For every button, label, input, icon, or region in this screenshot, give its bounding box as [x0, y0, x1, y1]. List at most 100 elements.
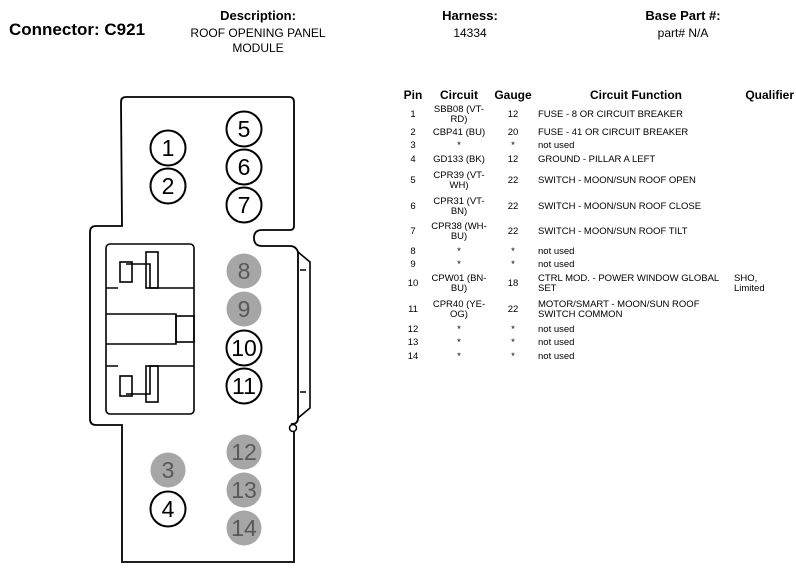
connector-pin-5: 5 — [225, 110, 263, 148]
cell-pin-text: 9 — [410, 259, 416, 270]
cell-qualifier — [734, 244, 794, 259]
cell-pin: 14 — [398, 349, 428, 364]
cell-pin-text: 6 — [410, 200, 416, 212]
cell-circuit: * — [428, 140, 490, 152]
cell-gauge: 12 — [490, 152, 536, 167]
cell-circuit: * — [428, 244, 490, 259]
cell-gauge-text: 18 — [507, 278, 519, 289]
pinout-row: 13**not used — [398, 337, 794, 349]
col-header-circuit: Circuit — [439, 88, 478, 102]
cell-pin-text: 1 — [410, 108, 416, 120]
cell-circuit-text: GD133 (BK) — [433, 153, 485, 165]
harness-value: 14334 — [453, 26, 487, 40]
connector-pin-12: 12 — [226, 434, 262, 470]
cell-pin: 2 — [398, 125, 428, 140]
col-header-pin: Pin — [403, 88, 423, 102]
pin-number: 4 — [162, 496, 175, 522]
cell-circuit-function-text: not used — [538, 350, 575, 362]
cell-circuit-text: BN) — [450, 205, 468, 217]
side-slot-right-inner — [300, 269, 306, 393]
pinout-row: 3**not used — [398, 140, 794, 152]
cell-gauge-text: * — [511, 323, 515, 335]
cell-circuit-text: CPR40 (YE- — [432, 298, 486, 310]
latch-button — [175, 315, 195, 343]
connector-pin-11: 11 — [225, 367, 263, 405]
cell-circuit: CPR40 (YE-OG) — [428, 297, 490, 322]
cell-circuit-text: OG) — [450, 308, 468, 320]
cell-qualifier — [734, 194, 794, 219]
cell-pin-text: 7 — [410, 225, 416, 237]
base-part-label: Base Part #: — [645, 8, 721, 23]
cell-pin: 8 — [398, 244, 428, 259]
cell-gauge-text: 12 — [507, 153, 519, 165]
cell-qualifier — [734, 152, 794, 167]
cell-circuit-function-text: not used — [538, 140, 575, 151]
latch-tab-left-top — [119, 261, 133, 283]
pin-circle — [225, 110, 263, 148]
cell-gauge: 22 — [490, 297, 536, 322]
cell-circuit-text: CBP41 (BU) — [432, 126, 486, 138]
cell-circuit: * — [428, 337, 490, 349]
cell-circuit-text: * — [457, 337, 461, 348]
cell-circuit-function-text: not used — [538, 323, 575, 335]
cell-qualifier — [734, 125, 794, 140]
cell-circuit-function: not used — [536, 349, 734, 364]
harness-block: Harness: 14334 — [420, 8, 520, 41]
pinout-row: 8**not used — [398, 244, 794, 259]
cell-gauge: * — [490, 349, 536, 364]
pin-circle — [226, 510, 262, 546]
pin-number: 12 — [231, 439, 257, 465]
pin-circle — [225, 367, 263, 405]
pin-circle — [226, 291, 262, 327]
cell-gauge: 22 — [490, 219, 536, 244]
cell-circuit-function-text: not used — [538, 337, 575, 348]
cell-circuit-function-text: SWITCH - MOON/SUN ROOF TILT — [538, 225, 688, 237]
cell-circuit: GD133 (BK) — [428, 152, 490, 167]
cell-circuit: * — [428, 349, 490, 364]
cell-qualifier — [734, 140, 794, 152]
cell-gauge-text: 22 — [507, 174, 519, 186]
cell-circuit-text: CPR39 (VT- — [433, 169, 485, 181]
description-line-1: ROOF OPENING PANEL — [190, 26, 326, 40]
cell-pin-text: 14 — [407, 350, 419, 362]
cell-circuit-text: CPW01 (BN- — [431, 273, 487, 284]
latch-tab-top — [145, 251, 159, 289]
cell-circuit: CBP41 (BU) — [428, 125, 490, 140]
pin-circle — [225, 186, 263, 224]
cell-pin: 12 — [398, 322, 428, 337]
pin-circle — [225, 148, 263, 186]
pinout-table-header: Pin Circuit Gauge Circuit Function Quali… — [398, 86, 794, 104]
cell-circuit-function-text: MOTOR/SMART - MOON/SUN ROOF — [538, 298, 700, 310]
cell-circuit-function: not used — [536, 337, 734, 349]
cell-circuit-function: SWITCH - MOON/SUN ROOF OPEN — [536, 167, 734, 194]
cell-circuit-text: * — [457, 323, 461, 335]
cell-circuit-function: not used — [536, 322, 734, 337]
cell-gauge: * — [490, 140, 536, 152]
pin-number: 8 — [238, 258, 251, 284]
cell-circuit-function: GROUND - PILLAR A LEFT — [536, 152, 734, 167]
pin-number: 1 — [162, 135, 175, 161]
cell-pin-text: 5 — [410, 174, 416, 186]
cell-gauge-text: 22 — [507, 303, 519, 315]
latch-notch-top — [126, 263, 194, 289]
pin-number: 11 — [232, 373, 256, 399]
cell-circuit: * — [428, 322, 490, 337]
cell-circuit-function-text: FUSE - 41 OR CIRCUIT BREAKER — [538, 126, 689, 138]
pin-number: 14 — [231, 515, 257, 541]
cell-circuit-function-text: SET — [538, 283, 557, 294]
description-block: Description: ROOF OPENING PANEL MODULE — [178, 8, 338, 56]
pinout-table: Pin Circuit Gauge Circuit Function Quali… — [398, 86, 794, 364]
cell-circuit: CPW01 (BN-BU) — [428, 271, 490, 297]
connector-title: Connector: C921 — [9, 20, 146, 39]
cell-gauge-text: 12 — [507, 108, 519, 120]
pin-number: 3 — [162, 457, 175, 483]
description-line-2: MODULE — [232, 41, 284, 55]
base-part-value: part# N/A — [657, 26, 709, 40]
cell-circuit-text: * — [457, 140, 461, 151]
cell-gauge-text: 22 — [507, 225, 519, 237]
cell-gauge-text: * — [511, 245, 515, 257]
connector-pin-3: 3 — [150, 452, 186, 488]
